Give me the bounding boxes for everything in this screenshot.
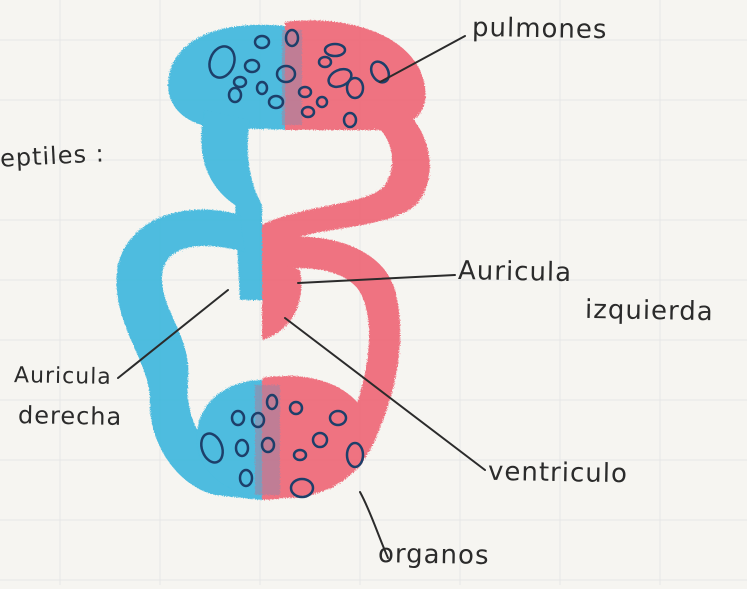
label-pulmones: pulmones	[472, 13, 608, 45]
blue-upper-vessel	[201, 110, 262, 300]
label-auricula-derecha-line2: derecha	[18, 401, 123, 431]
label-auricula-izquierda-line2: izquierda	[585, 295, 714, 327]
lung-blue-half	[168, 25, 300, 130]
heart-red-half	[262, 260, 301, 340]
label-auricula-izquierda-line1: Auricula	[458, 256, 573, 288]
label-reptiles: eptiles :	[0, 139, 105, 172]
mixed-blood-zone-lungs	[282, 30, 302, 125]
label-ventriculo: ventriculo	[488, 457, 628, 489]
label-organos: organos	[378, 539, 490, 571]
label-auricula-derecha-line1: Auricula	[14, 363, 112, 390]
